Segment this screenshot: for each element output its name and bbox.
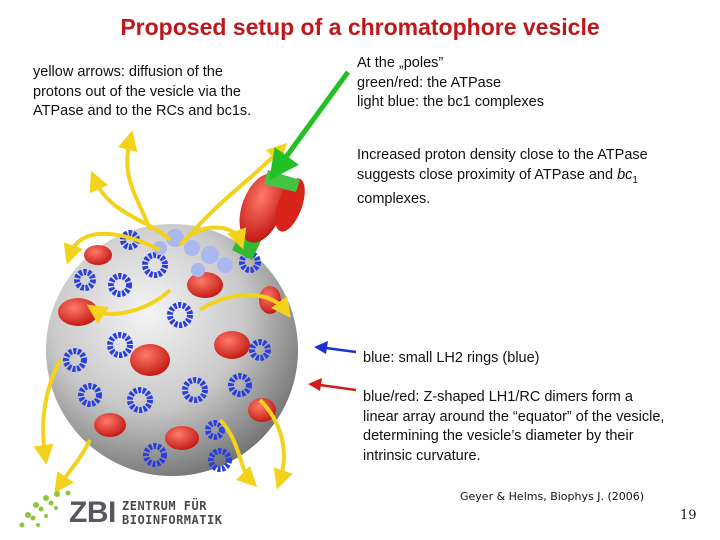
slide-number: 19: [680, 508, 697, 523]
logo-line1: ZENTRUM FÜR: [122, 499, 207, 513]
density-caption-italic: bc: [617, 166, 633, 183]
density-caption-text: Increased proton density close to the AT…: [357, 147, 648, 183]
lh2-rings: [63, 230, 271, 472]
red-pointer-arrow: [308, 378, 357, 392]
zbi-logo: ZBI: [69, 496, 116, 529]
lh1-rc-caption: blue/red: Z-shaped LH1/RC dimers form a …: [363, 389, 665, 464]
logo-line2: BIOINFORMATIK: [122, 513, 223, 527]
density-caption-subscript: 1: [632, 174, 638, 186]
yellow-arrows-caption: yellow arrows: diffusion of the protons …: [33, 64, 252, 119]
green-pointer-arrow: [269, 70, 351, 181]
atpase: [232, 170, 305, 260]
lh2-caption: blue: small LH2 rings (blue): [363, 350, 540, 366]
vesicle-sphere: [46, 224, 298, 476]
citation: Geyer & Helms, Biophys J. (2006): [460, 490, 645, 503]
density-caption-end: complexes.: [357, 190, 431, 207]
poles-caption: At the „poles” green/red: the ATPase lig…: [357, 55, 544, 110]
zbi-logo-dots: [19, 490, 71, 528]
blue-pointer-arrow: [314, 341, 357, 354]
proton-density-caption: Increased proton density close to the AT…: [357, 146, 692, 209]
slide-title: Proposed setup of a chromatophore vesicl…: [120, 14, 600, 40]
